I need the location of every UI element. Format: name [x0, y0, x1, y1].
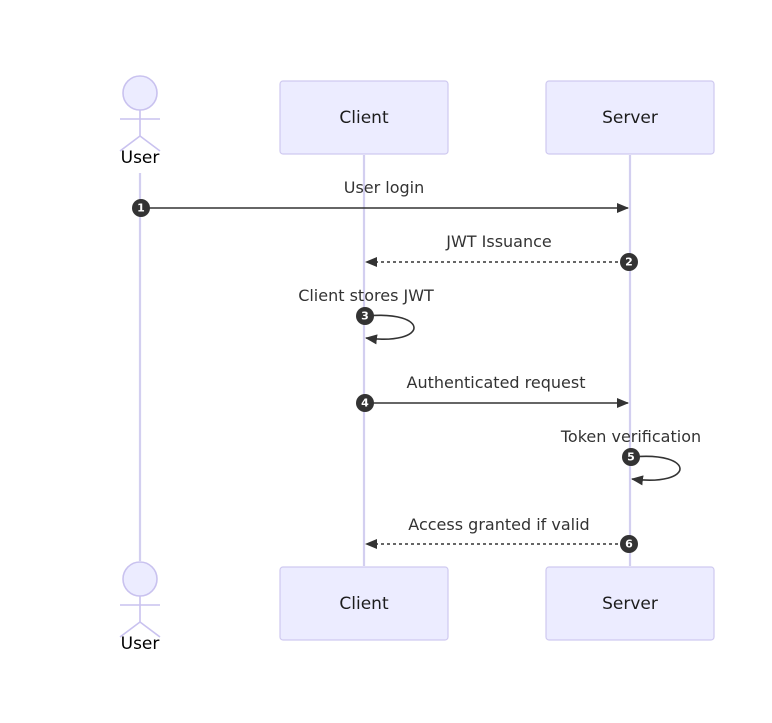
svg-text:1: 1: [137, 202, 145, 215]
bottom-participants: User Client Server: [119, 561, 715, 654]
message-1-label: User login: [344, 178, 425, 197]
message-3-label: Client stores JWT: [298, 286, 434, 305]
message-6: Access granted if valid 6: [365, 515, 638, 553]
actor-head-icon: [122, 561, 158, 597]
participant-client-top: Client: [279, 80, 449, 155]
message-2-label: JWT Issuance: [445, 232, 552, 251]
message-5-label: Token verification: [560, 427, 701, 446]
actor-user-top: User: [119, 75, 161, 168]
actor-user-bottom: User: [119, 561, 161, 654]
message-5: Token verification 5: [560, 427, 701, 486]
message-6-label: Access granted if valid: [408, 515, 589, 534]
svg-text:4: 4: [361, 397, 369, 410]
participant-client-label: Client: [339, 108, 389, 128]
svg-text:6: 6: [625, 538, 633, 551]
actor-leg-right: [139, 621, 161, 638]
message-5-number-badge: 5: [622, 448, 640, 466]
message-3: Client stores JWT 3: [298, 286, 434, 345]
message-6-number-badge: 6: [620, 535, 638, 553]
message-3-number-badge: 3: [356, 307, 374, 325]
participant-server-box: [545, 566, 715, 641]
message-3-self-arrow: [365, 314, 415, 345]
actor-leg-left: [119, 621, 141, 638]
message-1-number-badge: 1: [132, 199, 150, 217]
participant-server-label: Server: [602, 108, 658, 128]
svg-text:2: 2: [625, 256, 633, 269]
actor-leg-right: [139, 135, 161, 152]
svg-text:3: 3: [361, 310, 369, 323]
participant-server-label: Server: [602, 594, 658, 614]
message-1: User login 1: [132, 178, 629, 217]
actor-user-label: User: [121, 148, 160, 168]
actor-user-label: User: [121, 634, 160, 654]
lifelines: [138, 155, 632, 566]
participant-server-top: Server: [545, 80, 715, 155]
message-4-number-badge: 4: [356, 394, 374, 412]
actor-head-icon: [122, 75, 158, 111]
participant-client-box: [279, 566, 449, 641]
message-2-number-badge: 2: [620, 253, 638, 271]
message-5-self-arrow: [631, 455, 681, 486]
message-4: Authenticated request 4: [356, 373, 629, 412]
participant-client-label: Client: [339, 594, 389, 614]
messages: User login 1 JWT Issuance 2 Client store…: [132, 178, 701, 553]
svg-text:5: 5: [627, 451, 635, 464]
message-4-label: Authenticated request: [407, 373, 586, 392]
message-2: JWT Issuance 2: [365, 232, 638, 271]
participant-client-box: [279, 80, 449, 155]
top-participants: User Client Server: [119, 75, 715, 168]
actor-leg-left: [119, 135, 141, 152]
participant-server-bottom: Server: [545, 566, 715, 641]
participant-server-box: [545, 80, 715, 155]
participant-client-bottom: Client: [279, 566, 449, 641]
